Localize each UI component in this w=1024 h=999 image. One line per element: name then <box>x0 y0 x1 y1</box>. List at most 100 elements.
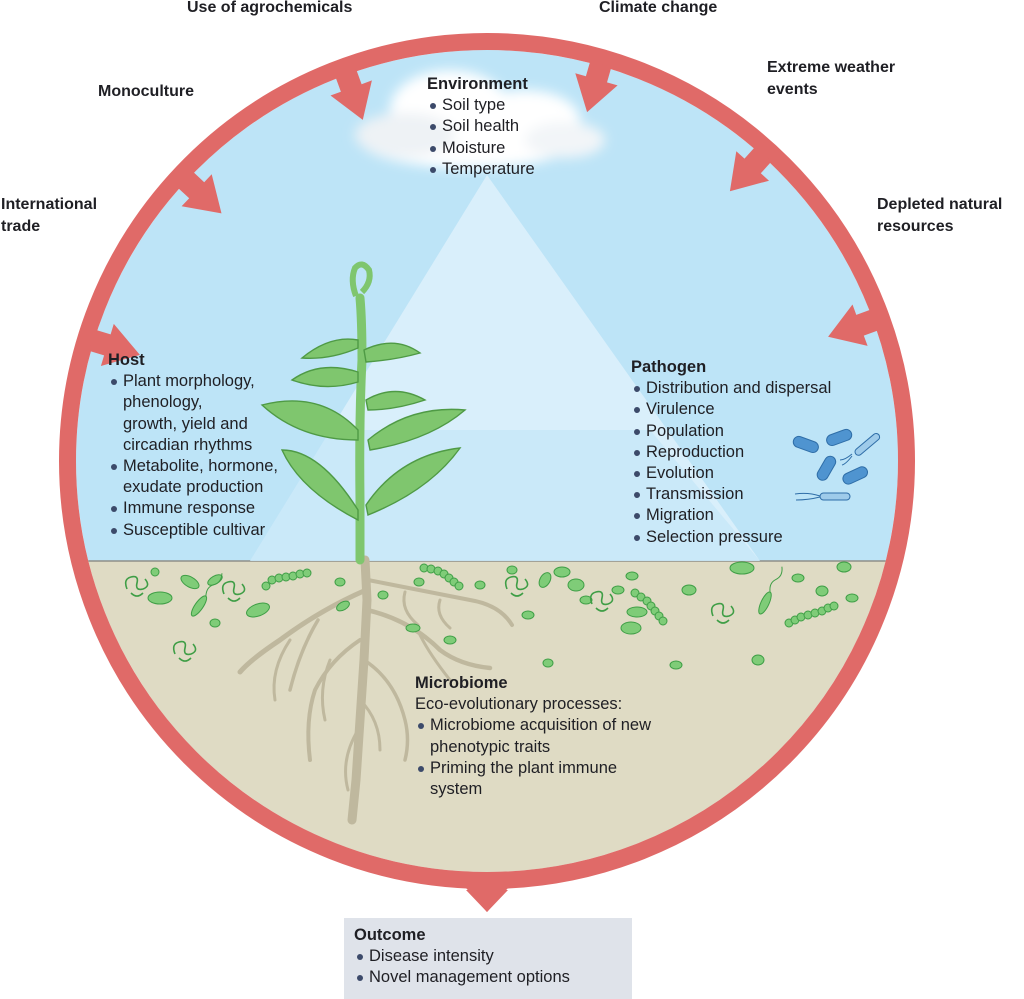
microbe-cell <box>246 602 270 618</box>
microbe-filament <box>589 590 614 612</box>
host-item-line: growth, yield and <box>123 414 248 433</box>
microbe-filament <box>504 575 529 597</box>
microbe-cell <box>334 577 346 587</box>
pathogen-item: Distribution and dispersal <box>631 378 831 399</box>
microbe-cell <box>579 595 593 605</box>
environment-list: Soil type Soil health Moisture Temperatu… <box>427 95 535 180</box>
microbe-cell <box>474 580 486 590</box>
microbe-cell <box>405 623 421 633</box>
outcome-list: Disease intensity Novel management optio… <box>354 946 570 988</box>
microbe-cell <box>669 660 683 670</box>
microbe-cell <box>845 593 859 603</box>
arrow-monoculture <box>177 171 222 214</box>
environment-block: Environment Soil type Soil health Moistu… <box>427 74 535 180</box>
host-item: Plant morphology, phenology, growth, yie… <box>108 371 278 456</box>
microbe-flagellate <box>758 566 783 615</box>
microbe-coccus <box>454 581 464 591</box>
driver-label-line: events <box>767 81 818 98</box>
microbe-cell <box>836 561 852 573</box>
microbiome-item: Microbiome acquisition of new phenotypic… <box>415 715 651 757</box>
plant-host-icon <box>260 261 467 565</box>
environment-item: Moisture <box>427 138 535 159</box>
host-title: Host <box>108 351 145 369</box>
arrow-extreme-weather <box>729 146 772 192</box>
microbe-filament <box>172 640 197 662</box>
microbe-cell <box>180 574 200 590</box>
driver-label-line: resources <box>877 218 954 235</box>
microbe-cell <box>681 584 697 596</box>
pathogen-item: Migration <box>631 505 831 526</box>
microbe-cell <box>538 572 552 588</box>
microbe-filament <box>221 580 246 602</box>
pathogen-item: Transmission <box>631 484 831 505</box>
driver-label-agrochemicals: Use of agrochemicals <box>187 0 353 16</box>
environment-item: Temperature <box>427 159 535 180</box>
microbe-cell <box>751 654 765 666</box>
pathogen-list: Distribution and dispersal Virulence Pop… <box>631 378 831 548</box>
microbe-cell <box>620 621 642 635</box>
microbe-cell <box>150 567 160 577</box>
pathogen-block: Pathogen Distribution and dispersal Viru… <box>631 357 831 548</box>
arrow-climate-change <box>575 61 618 113</box>
driver-arrows <box>88 61 879 366</box>
outcome-item: Disease intensity <box>354 946 570 967</box>
microbiome-title: Microbiome <box>415 674 508 692</box>
host-item-line: Plant morphology, <box>123 372 255 391</box>
environment-item: Soil health <box>427 116 535 137</box>
pathogen-bacteria-icon <box>792 428 881 501</box>
microbe-coccus <box>658 616 668 626</box>
driver-label-extreme-weather: Extreme weather events <box>767 57 895 101</box>
microbe-cell <box>626 606 648 618</box>
driver-label-line: Depleted natural <box>877 196 1003 213</box>
arrow-agrochemicals <box>330 69 372 120</box>
microbe-cell <box>147 591 173 605</box>
host-list: Plant morphology, phenology, growth, yie… <box>108 371 278 541</box>
microbiome-item: Priming the plant immune system <box>415 758 651 800</box>
outcome-box <box>344 918 632 999</box>
microbiome-block: Microbiome Eco-evolutionary processes: M… <box>415 673 651 800</box>
host-block: Host Plant morphology, phenology, growth… <box>108 350 278 541</box>
host-item: Susceptible cultivar <box>108 520 278 541</box>
microbe-cell <box>567 578 585 592</box>
microbe-flagellate <box>190 573 223 617</box>
arrow-depleted-resources <box>828 304 879 346</box>
microbe-coccus <box>261 581 271 591</box>
pathogen-item: Evolution <box>631 463 831 484</box>
host-item-line: exudate production <box>123 478 264 497</box>
microbe-coccus <box>829 601 839 611</box>
pathogen-item: Selection pressure <box>631 527 831 548</box>
microbiome-item-line: Microbiome acquisition of new <box>430 716 652 735</box>
microbe-cell <box>521 610 535 620</box>
microbe-cell <box>542 658 554 668</box>
driver-label-line: International <box>1 196 98 213</box>
microbe-cell <box>791 573 805 583</box>
host-item-line: Susceptible cultivar <box>123 520 266 539</box>
pathogen-item: Virulence <box>631 399 831 420</box>
soil-microbes <box>124 561 859 670</box>
microbe-cell <box>413 577 425 587</box>
host-item: Metabolite, hormone, exudate production <box>108 456 278 498</box>
driver-label-line: Extreme weather <box>767 59 896 76</box>
host-item-line: phenology, <box>123 393 203 412</box>
microbe-cell <box>611 585 625 595</box>
microbe-filament <box>710 602 735 624</box>
cloud-icon <box>355 70 605 168</box>
pathogen-item: Reproduction <box>631 442 831 463</box>
microbe-cell <box>625 571 639 581</box>
microbiome-list: Microbiome acquisition of new phenotypic… <box>415 715 651 800</box>
host-item-line: circadian rhythms <box>123 435 253 454</box>
light-cone-lower-shade <box>250 430 760 561</box>
microbe-cell <box>377 590 389 600</box>
host-item-line: Immune response <box>123 499 256 518</box>
outcome-item: Novel management options <box>354 967 570 988</box>
microbiome-subtitle: Eco-evolutionary processes: <box>415 695 623 714</box>
microbe-cell <box>553 566 571 578</box>
host-item: Immune response <box>108 498 278 519</box>
outcome-title: Outcome <box>354 926 426 944</box>
pathogen-item: Population <box>631 421 831 442</box>
microbe-cell <box>336 600 350 612</box>
outcome-block: Outcome Disease intensity Novel manageme… <box>354 925 570 989</box>
microbe-coccus <box>302 568 312 578</box>
plant-roots <box>237 555 514 825</box>
